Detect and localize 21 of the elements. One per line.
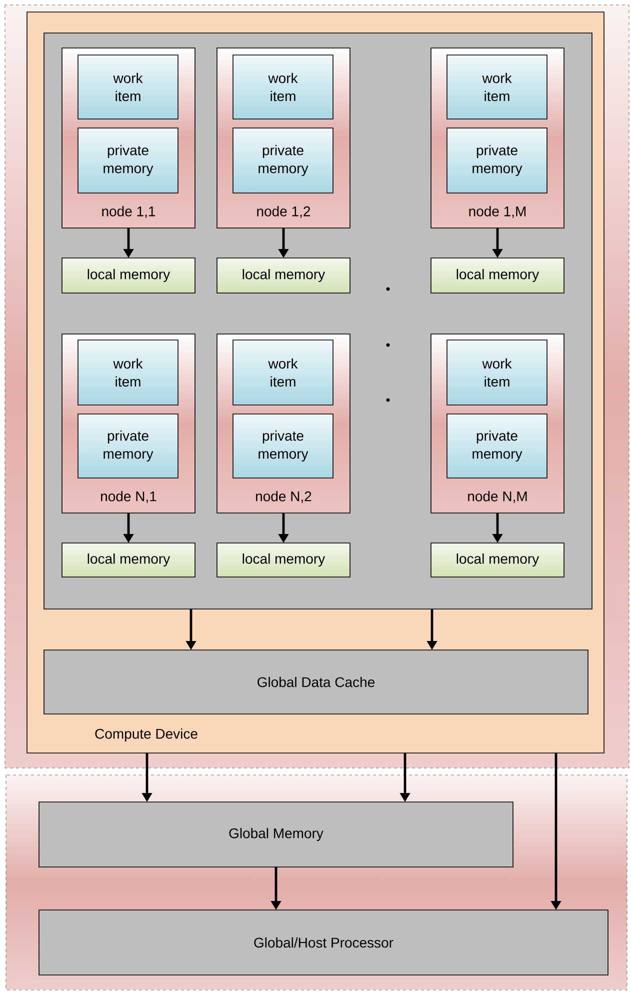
memory-box: private memory xyxy=(446,414,548,478)
memory-box: private memory xyxy=(232,128,334,194)
memory-box: private memory xyxy=(232,414,334,478)
memory-bar: Global Data Cache xyxy=(44,650,588,714)
memory-box: work item xyxy=(78,340,178,406)
memory-box: private memory xyxy=(78,128,178,194)
memory-box: work item xyxy=(78,54,178,120)
local-memory-box: local memory xyxy=(430,542,564,578)
local-memory-box: local memory xyxy=(62,542,196,578)
local-memory-box: local memory xyxy=(430,258,564,294)
local-memory-box: local memory xyxy=(216,542,350,578)
memory-bar: Global Memory xyxy=(38,802,514,868)
memory-box: private memory xyxy=(78,414,178,478)
memory-box: work item xyxy=(446,340,548,406)
local-memory-box: local memory xyxy=(62,258,196,294)
memory-box: private memory xyxy=(446,128,548,194)
memory-box: work item xyxy=(232,54,334,120)
memory-box: work item xyxy=(446,54,548,120)
local-memory-box: local memory xyxy=(216,258,350,294)
memory-box: work item xyxy=(232,340,334,406)
memory-bar: Global/Host Processor xyxy=(38,910,608,976)
